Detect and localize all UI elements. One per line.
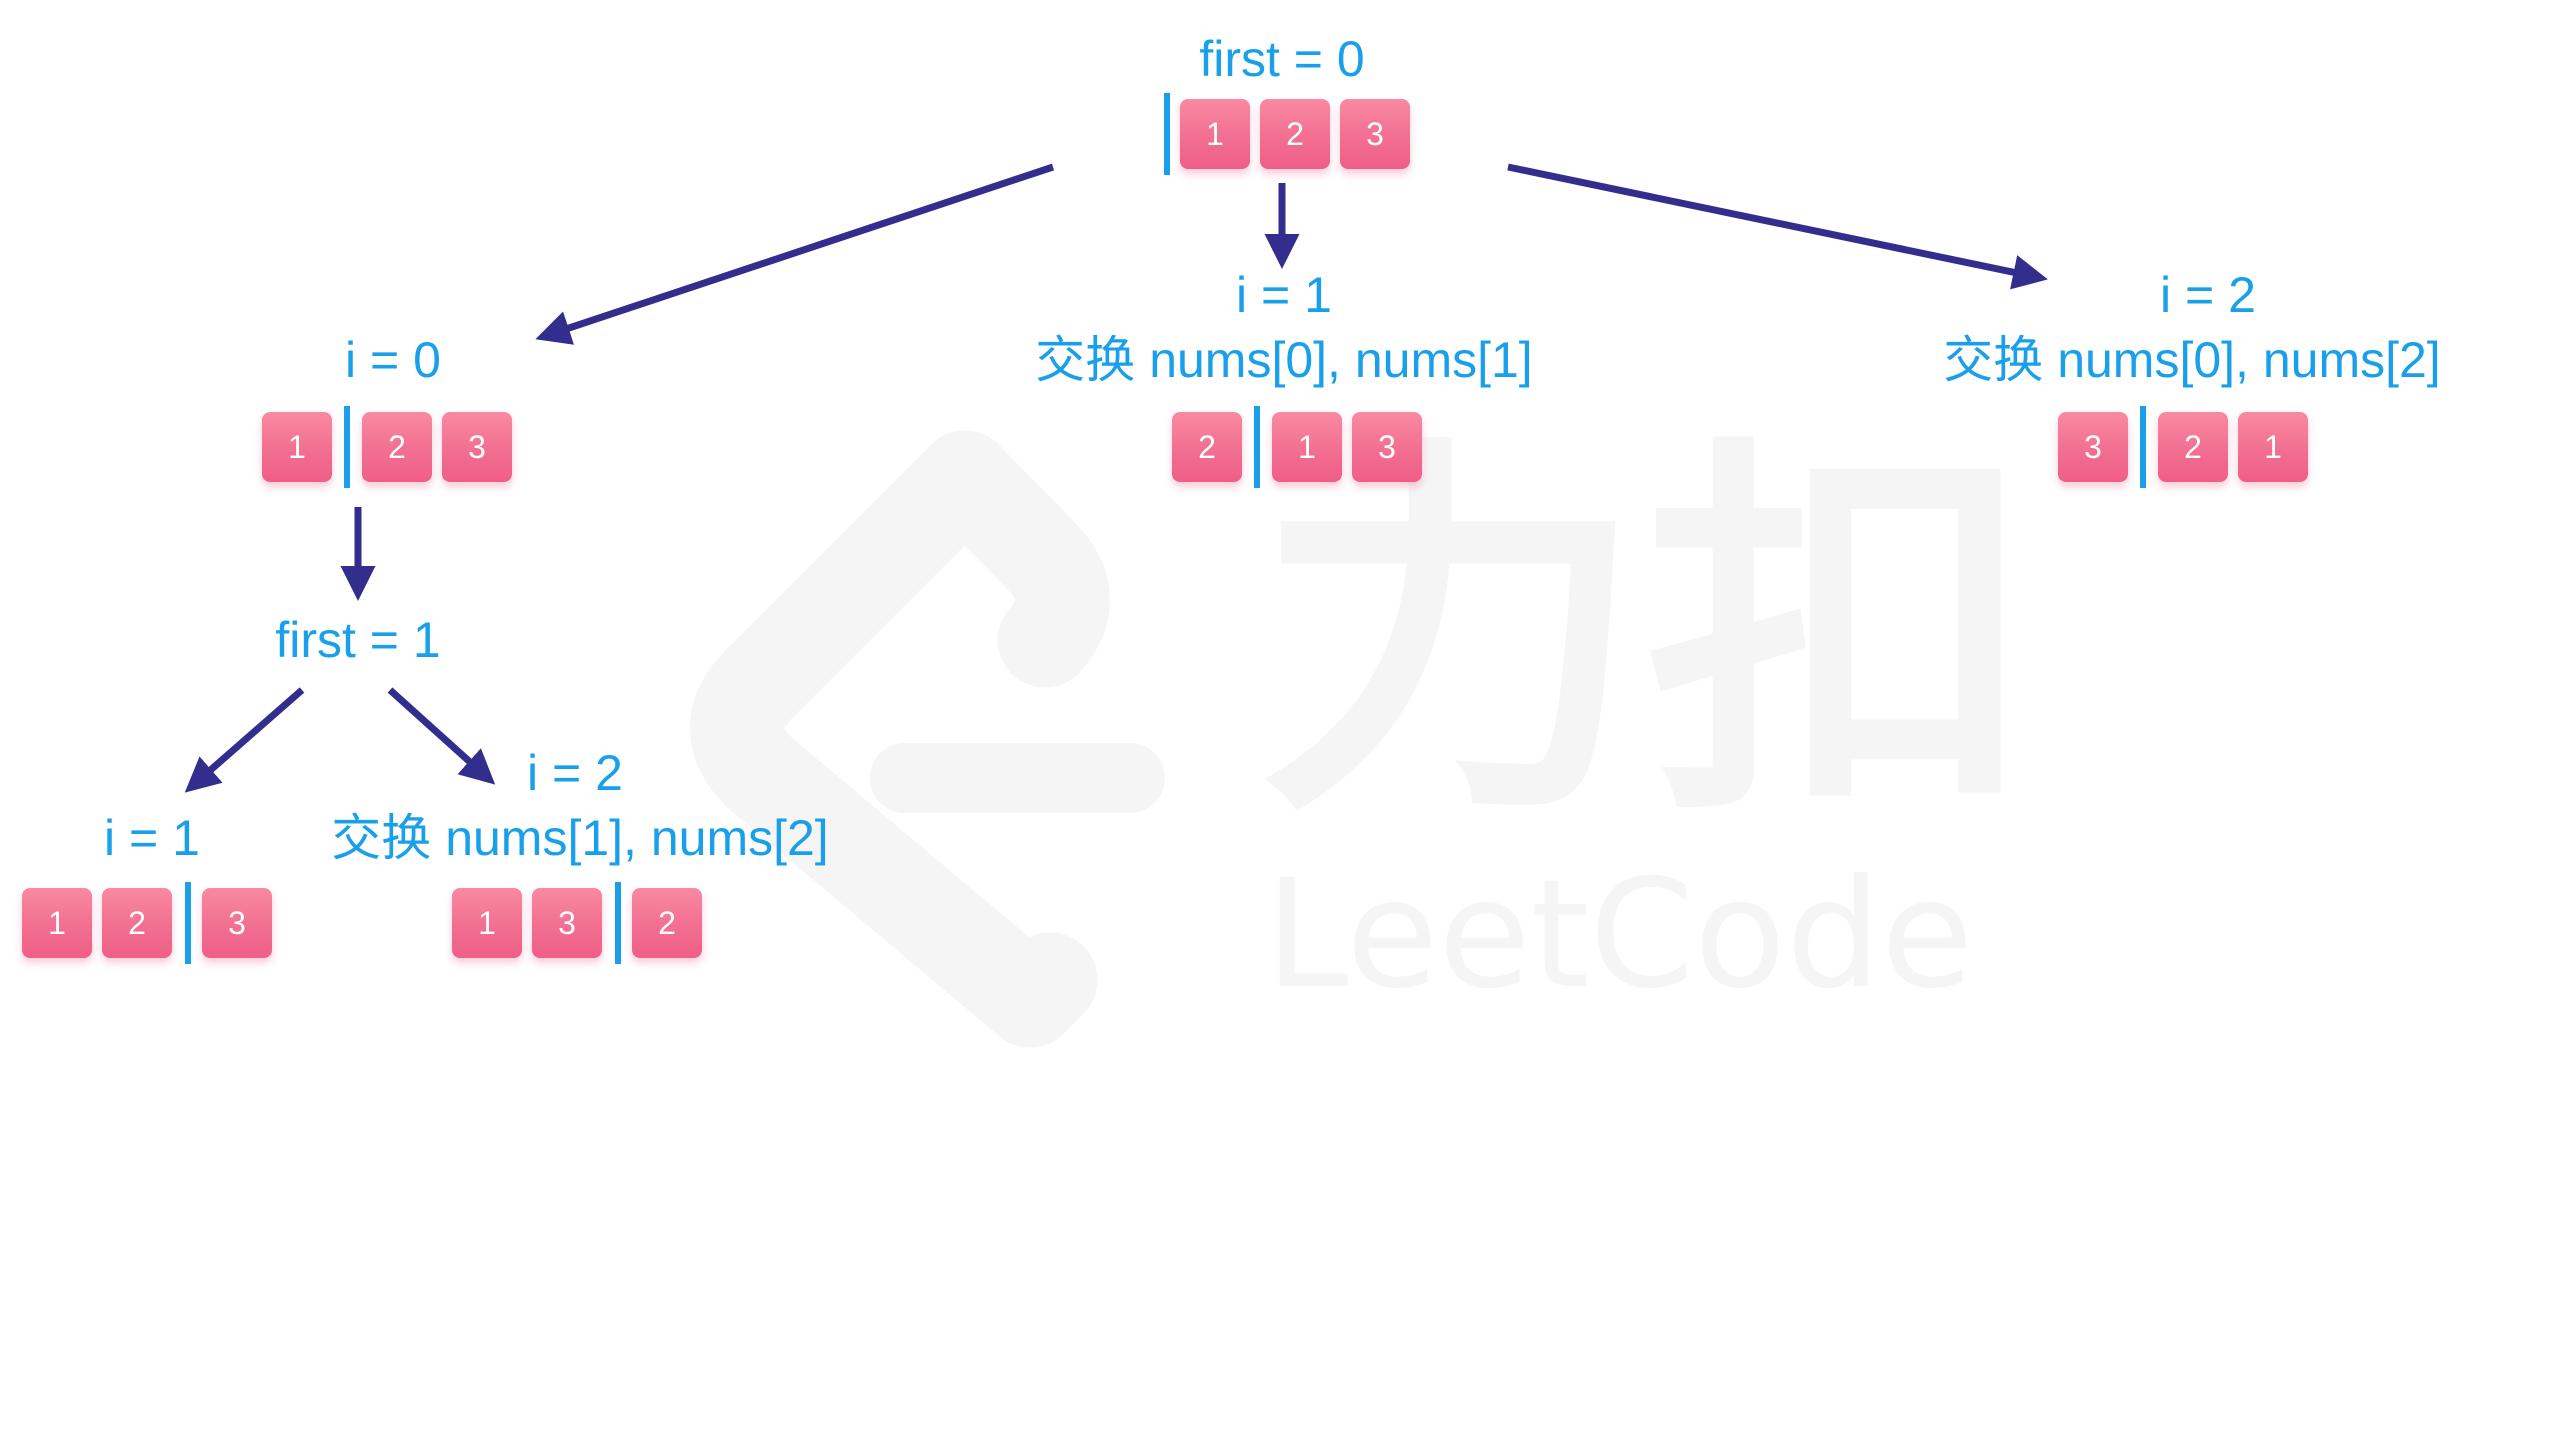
edge-root-to-left bbox=[535, 163, 1055, 345]
middle-label: i = 1 bbox=[1236, 267, 1332, 323]
left-cell-2: 2 bbox=[362, 412, 432, 482]
edge-first1-to-lr bbox=[387, 687, 496, 785]
right-label: i = 2 bbox=[2160, 267, 2256, 323]
lr-cell-1: 1 bbox=[452, 888, 522, 958]
middle-divider bbox=[1254, 406, 1260, 488]
lr-cell-2: 3 bbox=[532, 888, 602, 958]
root-divider bbox=[1164, 93, 1170, 175]
right-cell-3: 1 bbox=[2238, 412, 2308, 482]
root-cell-2: 2 bbox=[1260, 99, 1330, 169]
right-divider bbox=[2140, 406, 2146, 488]
edge-root-to-right bbox=[1507, 163, 2048, 290]
right-cell-1: 3 bbox=[2058, 412, 2128, 482]
lr-cell-3: 2 bbox=[632, 888, 702, 958]
ll-cell-1: 1 bbox=[22, 888, 92, 958]
right-cell-2: 2 bbox=[2158, 412, 2228, 482]
middle-cell-3: 3 bbox=[1352, 412, 1422, 482]
left-label: i = 0 bbox=[345, 332, 441, 388]
middle-cell-1: 2 bbox=[1172, 412, 1242, 482]
first1-label: first = 1 bbox=[275, 612, 441, 668]
edge-first1-to-ll bbox=[184, 687, 305, 793]
root-label: first = 0 bbox=[1199, 31, 1365, 87]
ll-cell-3: 3 bbox=[202, 888, 272, 958]
lr-label: i = 2 bbox=[527, 745, 623, 801]
ll-cell-2: 2 bbox=[102, 888, 172, 958]
lr-divider bbox=[615, 882, 621, 964]
lr-swap: 交换 nums[1], nums[2] bbox=[331, 810, 829, 866]
watermark-brand-cn: 力扣 bbox=[1255, 408, 2035, 862]
left-cell-1: 1 bbox=[262, 412, 332, 482]
watermark-brand-en: LeetCode bbox=[1265, 848, 1974, 1022]
left-divider bbox=[344, 406, 350, 488]
leetcode-logo-watermark bbox=[690, 430, 1165, 1048]
ll-divider bbox=[185, 882, 191, 964]
middle-swap: 交换 nums[0], nums[1] bbox=[1035, 332, 1533, 388]
root-cell-3: 3 bbox=[1340, 99, 1410, 169]
right-swap: 交换 nums[0], nums[2] bbox=[1943, 332, 2441, 388]
root-cell-1: 1 bbox=[1180, 99, 1250, 169]
middle-cell-2: 1 bbox=[1272, 412, 1342, 482]
ll-label: i = 1 bbox=[104, 810, 200, 866]
left-cell-3: 3 bbox=[442, 412, 512, 482]
